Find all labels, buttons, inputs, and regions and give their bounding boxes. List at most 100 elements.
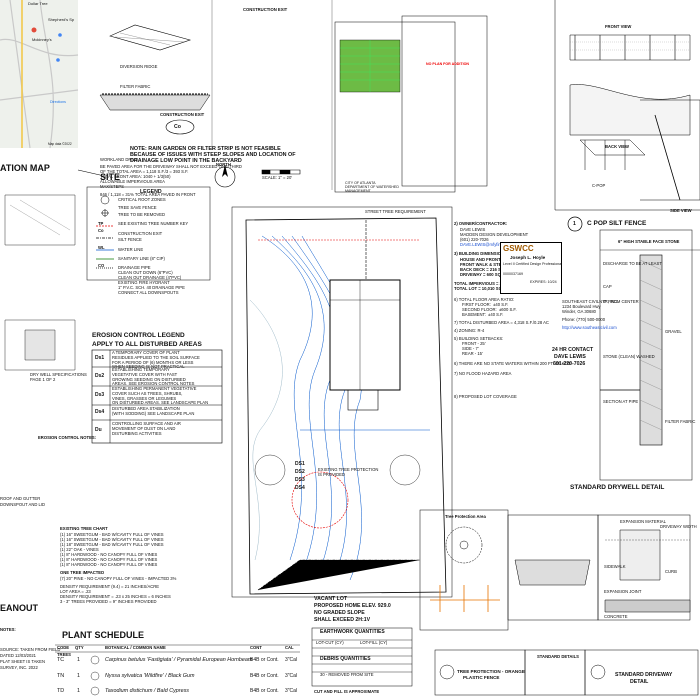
erosion-table-frame xyxy=(91,349,223,444)
floor-1: FIRST FLOOR: ±40 S.F. xyxy=(462,302,509,307)
erosion-text-ds3: ESTABLISHING PERMANENT VEGETATIVE COVER … xyxy=(112,386,209,406)
back-view-fence xyxy=(579,139,646,156)
vacant-lot: VACANT LOT xyxy=(314,596,348,602)
drywell-gravel xyxy=(639,254,663,446)
driveway-label-2: SIDEWALK xyxy=(604,564,626,569)
map-label-dollar-tree: Dollar Tree xyxy=(28,1,48,6)
erosion-text-du: CONTROLLING SURFACE AND AIR MOVEMENT OF … xyxy=(112,421,181,436)
ps-header-qty: QTY xyxy=(75,645,84,650)
ps-row-2-name: Taxodium distichum / Bald Cypress xyxy=(105,688,189,694)
driveway-title: STANDARD DRIVEWAY xyxy=(615,672,673,678)
contour-1 xyxy=(261,235,313,561)
se-website-link[interactable]: http://www.southeastcivil.com xyxy=(562,325,617,330)
gswcc-name: Joseph L. Hoyle xyxy=(510,255,546,260)
driveway-plan xyxy=(619,529,661,581)
map-directions-link[interactable]: Directions xyxy=(50,100,66,104)
no-plan-label: NO PLAN FOR ADDITION xyxy=(426,62,469,66)
se-line-0: SOUTHEAST CIVILNTR, INC. xyxy=(562,299,619,304)
construction-exit-heading: CONSTRUCTION EXIT xyxy=(243,7,288,12)
site-label: SITE xyxy=(100,172,121,182)
map-poi-icon xyxy=(56,58,60,62)
critical-root-zone xyxy=(291,471,349,529)
back-view-label: BACK VIEW xyxy=(605,144,629,149)
tree-row-2: (1) 18" SWEETGUM - BAD W/CAVITY FULL OF … xyxy=(60,542,164,547)
street-tree-label: STREET TREE REQUIREMENT xyxy=(365,209,426,214)
ps-row-1-name: Nyssa sylvatica 'Wildfire' / Black Gum xyxy=(105,673,195,679)
legend-item-11: EXISTING FIRE HYDRANT xyxy=(118,280,170,285)
floor-0: 6) TOTAL FLOOR AREA RATIO: xyxy=(454,297,515,302)
land-email-link[interactable]: DAVE.LEWIS@mfyfinding.com xyxy=(460,242,518,247)
erosion-legend-subtitle: APPLY TO ALL DISTURBED AREAS xyxy=(92,341,202,348)
filter-fabric-label: FILTER FABRIC xyxy=(120,84,151,89)
exit-iso xyxy=(109,24,192,51)
legend-item-12: 1" P.V.C. SCH. 40 DRAINAGE PIPE xyxy=(118,285,185,290)
legend-item-1: TREE SAVE FENCE xyxy=(118,205,157,210)
erosion-legend-title: EROSION CONTROL LEGEND xyxy=(92,332,185,339)
cleanout-title: EANOUT xyxy=(0,603,38,613)
lot-boundary xyxy=(245,217,447,595)
land-disturbed: 7) TOTAL DISTURBED AREA = 4,318 S.F./0.2… xyxy=(454,320,549,325)
map-roads xyxy=(0,0,79,149)
proposed-elev: PROPOSED HOME ELEV. 929.0 xyxy=(314,603,391,609)
map-poi-icon-2 xyxy=(58,33,62,37)
co-symbol xyxy=(165,119,195,135)
co-symbol-label: Co xyxy=(174,124,181,130)
drywell-label-4: GRAVEL xyxy=(665,329,682,334)
ps-trees-label: TREES xyxy=(57,652,71,657)
erosion-code-ds2: Ds2 xyxy=(95,373,105,379)
tree-row-6: (1) 8" HARDWOOD - NO CANOPY FULL OF VINE… xyxy=(60,562,158,567)
shall-exceed: SHALL EXCEED 2H:1V xyxy=(314,617,371,623)
driveway-label-1: DRIVEWAY WIDTH xyxy=(660,524,697,529)
erosion-code-ds3: Ds3 xyxy=(95,392,105,398)
legend-item-8: DRAINAGE PIPE xyxy=(118,265,151,270)
contact-0: 24 HR CONTACT xyxy=(552,347,594,353)
tree-row-0: (1) 16" SWEETGUM - BAD W/CAVITY FULL OF … xyxy=(60,532,164,537)
se-line-3: Phone: (770) 500-0000 xyxy=(562,317,606,322)
legend-tag-exit: Co xyxy=(98,228,104,233)
earthwork-title: EARTHWORK QUANTITIES xyxy=(320,629,385,635)
density-0: DENSITY REQUIREMENT (9.4) = 21 INCHES/AC… xyxy=(60,584,160,589)
ps-row-0-name: Carpinus betulus 'Fastigiata' / Pyramida… xyxy=(105,657,253,663)
driveway-label-3: CURB xyxy=(665,569,677,574)
silt-fence-title: C POP SILT FENCE xyxy=(587,220,647,227)
site-plan-frame xyxy=(231,206,453,598)
setback-rear: REAR - 15' xyxy=(462,351,483,356)
floor-3: BASEMENT: ±40 S.F. xyxy=(462,312,504,317)
legend-frame xyxy=(86,186,211,281)
detail-circle xyxy=(567,216,583,232)
mgmt-label: MANAGEMENT xyxy=(345,189,371,193)
drywell-label-3: 4" FROM CENTER xyxy=(603,299,639,304)
contact-1: DAVE LEWIS xyxy=(554,354,586,360)
impervious-line-4: ALLOWABLE IMPERVIOUS AREA xyxy=(100,179,165,184)
erosion-code-ds1: Ds1 xyxy=(95,355,105,361)
left-note-4: DATED 12/03/2021 xyxy=(0,653,37,658)
ps-row-1-code: TN xyxy=(57,673,65,679)
site-arrow xyxy=(77,169,101,176)
tree-protection-subtitle: PLASTIC FENCE xyxy=(463,675,500,680)
left-note-0: ROOF AND GUTTER xyxy=(0,496,41,501)
ps-header-cal: CAL xyxy=(285,645,294,650)
impacted-tree: (7) 20" PINE - NO CANOPY FULL OF VINES -… xyxy=(60,576,177,581)
ds4-tag: DS4 xyxy=(295,485,305,491)
erosion-text-ds1: A TEMPORARY COVER OF PLANT RESIDUES APPL… xyxy=(112,350,200,370)
legend-title: LEGEND xyxy=(140,189,162,195)
tree-protection-title: TREE PROTECTION - ORANGE xyxy=(457,669,525,674)
impervious-line-0: WORKLAND DRIVE xyxy=(100,157,139,162)
drywell-label-6: SECTION AT PIPE xyxy=(603,399,639,404)
land-line-0: 2) OWNER/CONTRACTOR: xyxy=(454,221,508,226)
city-label: CITY OF ATLANTA xyxy=(345,181,376,185)
ps-row-2-code: TD xyxy=(57,688,65,694)
erosion-notes-title: EROSION CONTROL NOTES: xyxy=(38,435,97,440)
ps-row-0-qty: 1 xyxy=(77,657,80,663)
front-view-label: FRONT VIEW xyxy=(605,24,632,29)
drywell-label-1: DISCHARGE TO BE AT LEAST xyxy=(603,261,662,266)
ps-row-0-code: TC xyxy=(57,657,65,663)
title-block-3 xyxy=(584,649,699,696)
impervious-line-2: OF THE TOTAL AREA = 1,118 S.F./3 = 393 S… xyxy=(100,169,189,174)
drywell-label-0: 6" HIGH STABLE FACE STONE xyxy=(618,239,680,244)
dept-label: DEPARTMENT OF WATERSHED xyxy=(345,185,399,189)
impervious-line-1: BE PAVED AREA FOR THE DRIVEWAY SHALL NOT… xyxy=(100,164,242,169)
tree-protection-label: EXISTING TREE PROTECTION xyxy=(318,467,379,472)
tree-protection-provided: IS PROVIDED xyxy=(318,472,345,477)
